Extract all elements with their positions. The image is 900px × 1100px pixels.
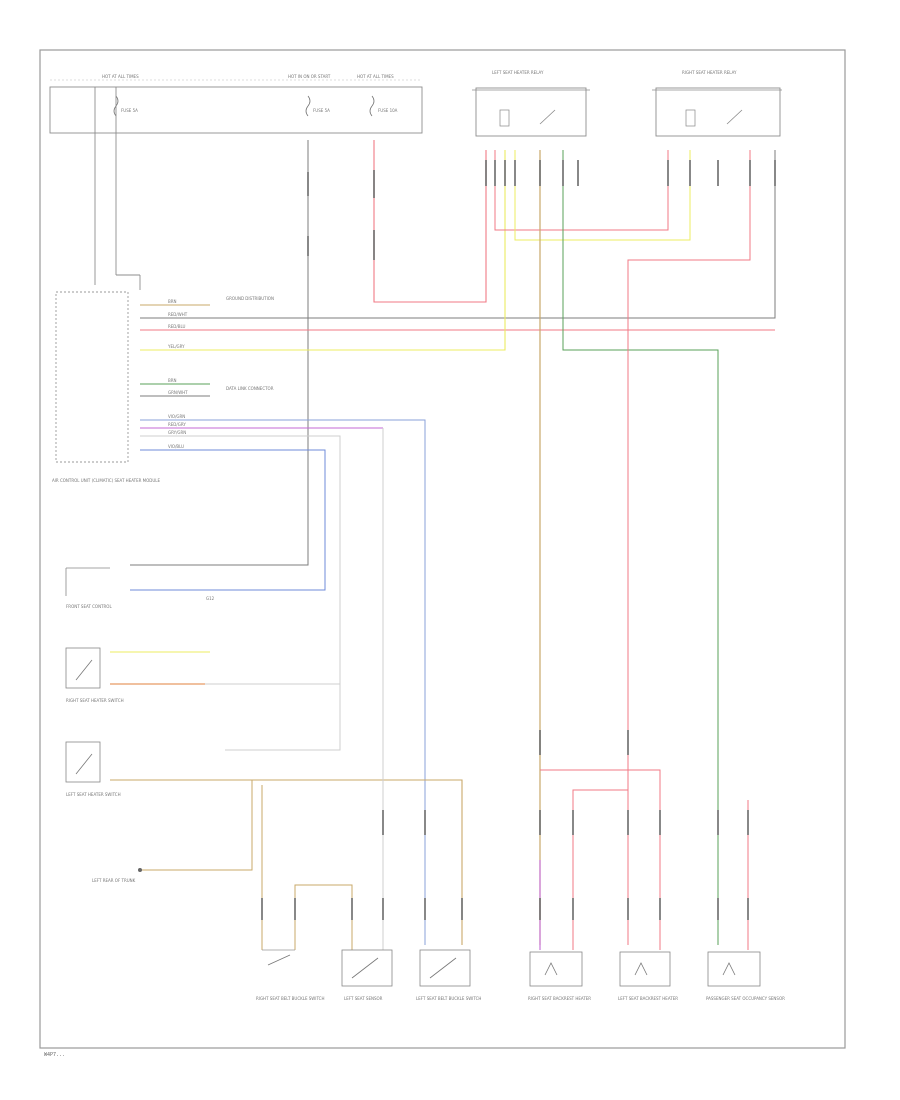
pin-label-2: RED/WHT xyxy=(168,312,188,317)
wire-gray-9 xyxy=(140,435,341,751)
page-code: W4P7... xyxy=(44,1052,65,1058)
pin-label-8: RED/GRY xyxy=(168,422,186,427)
fuse-box: HOT AT ALL TIMES HOT IN ON OR START HOT … xyxy=(49,74,423,290)
wire-tan-c2 xyxy=(294,884,353,950)
diagram-frame xyxy=(39,49,846,1049)
wire-red-c5b xyxy=(572,789,628,950)
wire-red-right xyxy=(627,150,751,945)
left-relay-label: LEFT SEAT HEATER RELAY xyxy=(492,70,544,75)
wire-gray-2 xyxy=(140,150,776,319)
component-1-label: RIGHT SEAT BELT BUCKLE SWITCH xyxy=(256,996,324,1001)
left-heater-switch: LEFT SEAT HEATER SWITCH xyxy=(65,741,121,797)
component-2: LEFT SEAT SENSOR xyxy=(341,949,393,1001)
wire-blue-10 xyxy=(130,449,326,591)
fuse-label-a: FUSE 5A xyxy=(121,108,138,113)
fuse-label-c: FUSE 10A xyxy=(378,108,398,113)
wire-gray-switch-a xyxy=(205,683,341,750)
component-5: LEFT SEAT BACKREST HEATER xyxy=(618,951,678,1001)
wire-yellow-relay-link xyxy=(514,150,691,241)
component-6-label: PASSENGER SEAT OCCUPANCY SENSOR xyxy=(706,996,785,1001)
component-4-label: RIGHT SEAT BACKREST HEATER xyxy=(528,996,591,1001)
pin-label-6: GRN/WHT xyxy=(168,390,188,395)
pin-label-4: YEL/GRY xyxy=(167,344,185,349)
component-1: RIGHT SEAT BELT BUCKLE SWITCH xyxy=(256,949,324,1001)
note-to-ground: G12 xyxy=(206,596,215,601)
pin-label-7: VIO/GRN xyxy=(168,414,185,419)
right-relay-label: RIGHT SEAT HEATER RELAY xyxy=(682,70,737,75)
left-heater-switch-label: LEFT SEAT HEATER SWITCH xyxy=(66,792,121,797)
hot-label-a: HOT AT ALL TIMES xyxy=(102,74,139,79)
pin-label-3: RED/BLU xyxy=(168,324,186,329)
component-4: RIGHT SEAT BACKREST HEATER xyxy=(528,951,591,1001)
connector-ticks xyxy=(261,160,776,920)
ground-point: LEFT REAR OF TRUNK xyxy=(92,868,142,883)
right-heater-switch-label: RIGHT SEAT HEATER SWITCH xyxy=(66,698,124,703)
right-heater-switch: RIGHT SEAT HEATER SWITCH xyxy=(65,647,124,703)
pin-label-1: BRN xyxy=(168,299,177,304)
pin-label-5: BRN xyxy=(168,378,177,383)
wire-red-cross xyxy=(540,769,661,950)
ground-label: LEFT REAR OF TRUNK xyxy=(92,878,136,883)
wire-yellow-4 xyxy=(140,150,506,351)
note-grounds: GROUND DISTRIBUTION xyxy=(226,296,274,301)
right-relay: RIGHT SEAT HEATER RELAY xyxy=(652,70,782,137)
pin-label-9: GRY/GRN xyxy=(168,430,186,435)
wire-green-relay xyxy=(562,150,719,945)
hot-label-b: HOT IN ON OR START xyxy=(288,74,331,79)
module-label: AIR CONTROL UNIT (CLIMATIC) SEAT HEATER … xyxy=(52,478,160,483)
fuse-label-b: FUSE 5A xyxy=(313,108,330,113)
wire-red-fuse-c xyxy=(373,140,487,303)
component-6: PASSENGER SEAT OCCUPANCY SENSOR xyxy=(706,951,785,1001)
hot-label-c: HOT AT ALL TIMES xyxy=(357,74,394,79)
component-3: LEFT SEAT BELT BUCKLE SWITCH xyxy=(416,949,481,1001)
component-5-label: LEFT SEAT BACKREST HEATER xyxy=(618,996,678,1001)
note-data-link: DATA LINK CONNECTOR xyxy=(226,386,274,391)
seat-heater-module: AIR CONTROL UNIT (CLIMATIC) SEAT HEATER … xyxy=(52,291,160,483)
left-relay: LEFT SEAT HEATER RELAY xyxy=(472,70,590,137)
wire-tan-main xyxy=(110,779,463,945)
wire-gray-fuse-b xyxy=(130,140,309,566)
wire-violet-7 xyxy=(140,419,426,945)
pin-label-10: VIO/BLU xyxy=(168,444,184,449)
module-pin-labels: BRN RED/WHT RED/BLU YEL/GRY BRN GRN/WHT … xyxy=(167,299,188,449)
component-2-label: LEFT SEAT SENSOR xyxy=(344,996,383,1001)
wire-tan-ground xyxy=(140,780,253,871)
wire-red-relay-link xyxy=(494,150,669,231)
component-3-label: LEFT SEAT BELT BUCKLE SWITCH xyxy=(416,996,481,1001)
note-seat-control: FRONT SEAT CONTROL xyxy=(66,604,112,609)
front-seat-control-connector xyxy=(65,567,110,596)
